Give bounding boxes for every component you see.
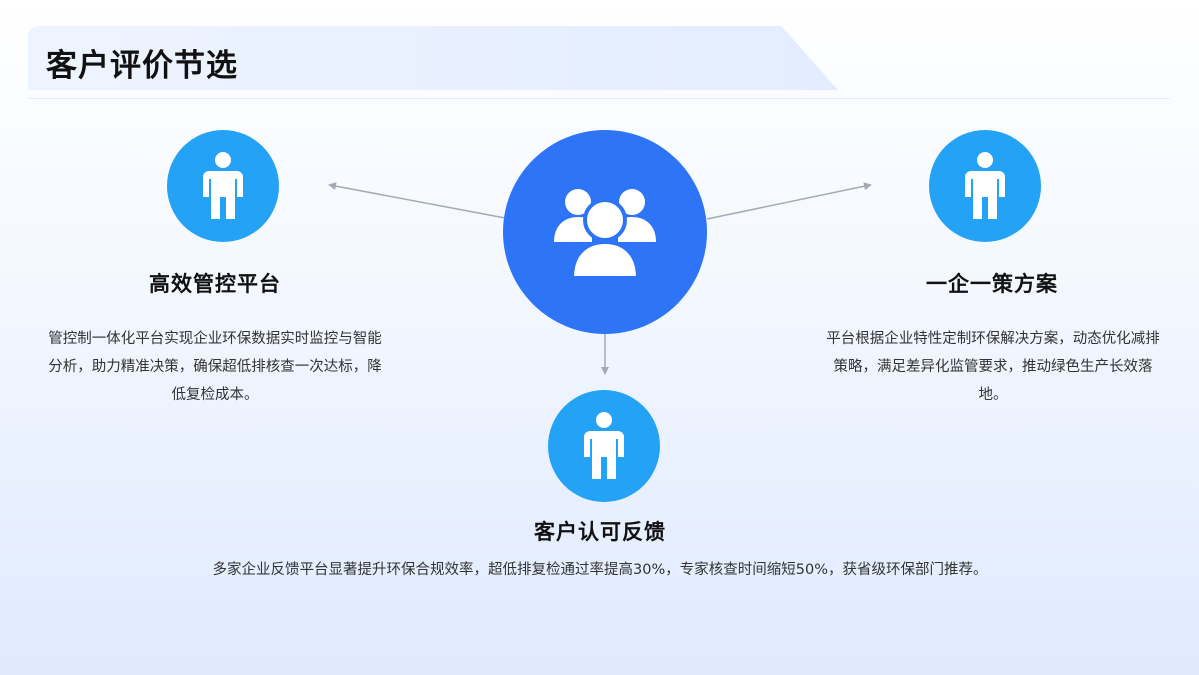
person-icon bbox=[203, 152, 243, 219]
title-divider bbox=[28, 98, 1170, 99]
center-circle bbox=[503, 130, 707, 334]
right-title: 一企一策方案 bbox=[926, 272, 1058, 296]
left-circle bbox=[167, 130, 279, 242]
connector-right bbox=[706, 182, 872, 220]
person-icon bbox=[965, 152, 1005, 219]
left-title: 高效管控平台 bbox=[149, 272, 281, 296]
connector-left bbox=[328, 182, 506, 219]
right-description: 平台根据企业特性定制环保解决方案，动态优化减排策略，满足差异化监管要求，推动绿色… bbox=[826, 331, 1160, 403]
right-circle bbox=[929, 130, 1041, 242]
title-banner bbox=[28, 26, 838, 90]
person-icon bbox=[584, 412, 624, 479]
left-description: 管控制一体化平台实现企业环保数据实时监控与智能分析，助力精准决策，确保超低排核查… bbox=[48, 331, 382, 403]
page-title: 客户评价节选 bbox=[46, 48, 238, 84]
bottom-description: 多家企业反馈平台显著提升环保合规效率，超低排复检通过率提高30%，专家核查时间缩… bbox=[212, 562, 988, 578]
bottom-title: 客户认可反馈 bbox=[534, 520, 666, 544]
bottom-circle bbox=[548, 390, 660, 502]
group-users-icon bbox=[554, 189, 656, 280]
